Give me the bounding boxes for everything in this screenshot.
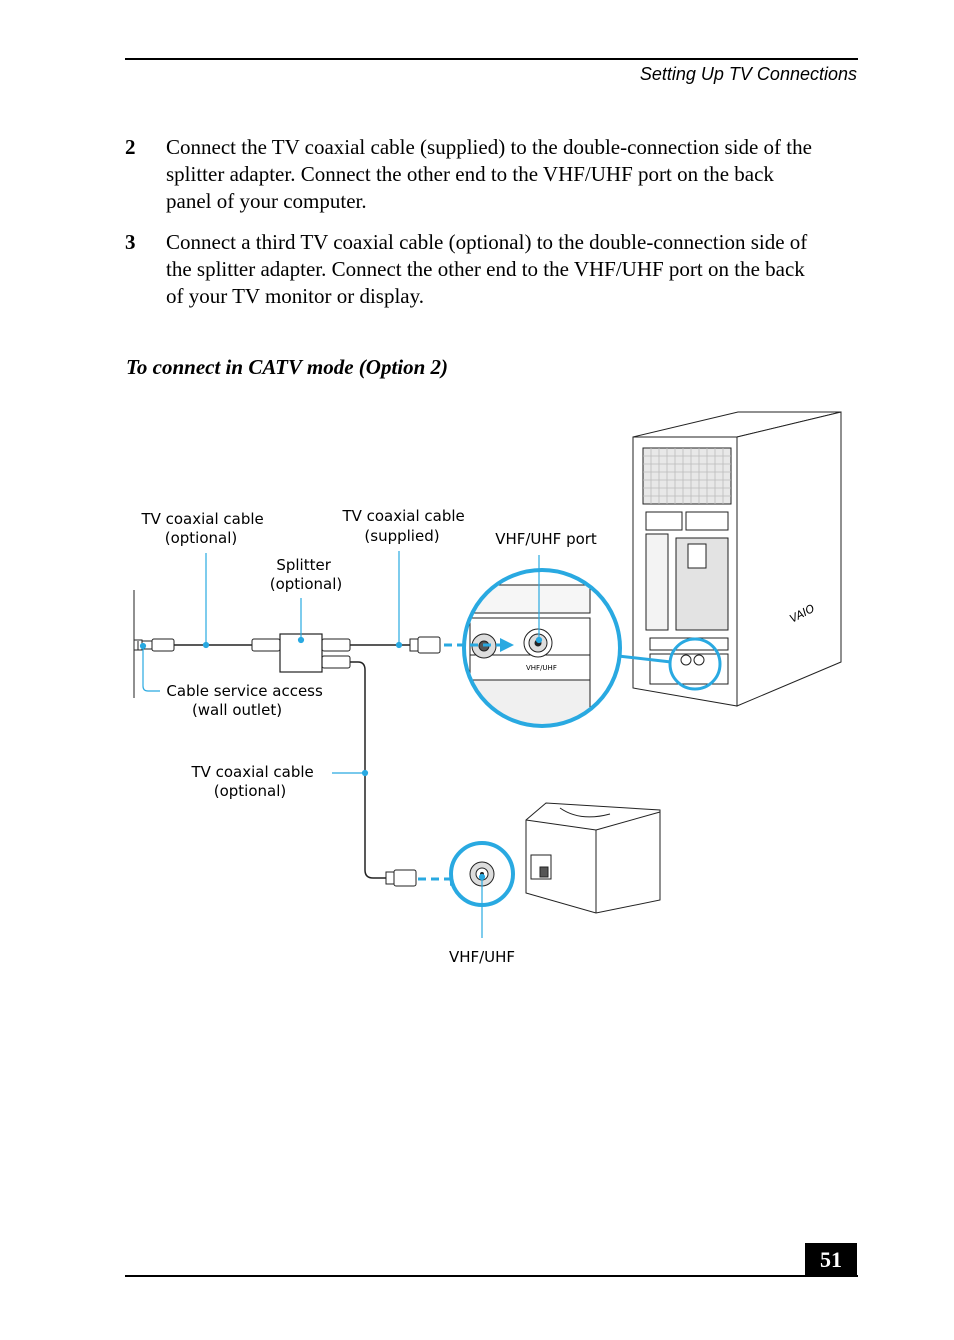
running-header: Setting Up TV Connections <box>639 64 857 84</box>
connection-diagram: VAIO VHF/UHF <box>133 411 842 966</box>
header-rule <box>125 58 858 60</box>
port-marking: VHF/UHF <box>526 664 557 672</box>
computer-tower <box>632 411 842 707</box>
step-line: Connect the TV coaxial cable (supplied) … <box>166 135 812 159</box>
cable-connectors <box>141 636 441 887</box>
step-number: 3 <box>125 230 136 254</box>
label-coax-optional-2: TV coaxial cable (optional) <box>190 763 318 800</box>
tv-monitor <box>525 802 661 914</box>
label-wall-outlet: Cable service access (wall outlet) <box>166 682 327 719</box>
footer-rule <box>125 1275 858 1277</box>
zoom-callout-line <box>617 654 672 664</box>
step-line: splitter adapter. Connect the other end … <box>166 162 774 186</box>
step-line: of your TV monitor or display. <box>166 284 425 308</box>
label-coax-optional-1: TV coaxial cable (optional) <box>140 510 268 547</box>
label-coax-supplied: TV coaxial cable (supplied) <box>341 507 469 545</box>
step-line: the splitter adapter. Connect the other … <box>166 257 805 281</box>
label-splitter: Splitter (optional) <box>270 556 343 593</box>
coaxial-cables <box>172 644 410 879</box>
step-2: 2 Connect the TV coaxial cable (supplied… <box>125 134 860 215</box>
step-line: panel of your computer. <box>166 189 367 213</box>
step-line: Connect a third TV coaxial cable (option… <box>166 230 808 254</box>
label-vhf-uhf-port: VHF/UHF port <box>495 530 597 548</box>
step-3: 3 Connect a third TV coaxial cable (opti… <box>125 229 860 310</box>
leader-lines <box>139 551 543 938</box>
step-number: 2 <box>125 135 136 159</box>
step-text: Connect the TV coaxial cable (supplied) … <box>166 134 860 215</box>
section-heading: To connect in CATV mode (Option 2) <box>126 355 449 379</box>
port-highlight-circle <box>668 637 722 691</box>
page-number: 51 <box>805 1243 857 1277</box>
step-text: Connect a third TV coaxial cable (option… <box>166 229 860 310</box>
label-tv-vhf-uhf: VHF/UHF <box>449 948 515 966</box>
vhf-uhf-port-zoom: VHF/UHF <box>462 568 622 728</box>
